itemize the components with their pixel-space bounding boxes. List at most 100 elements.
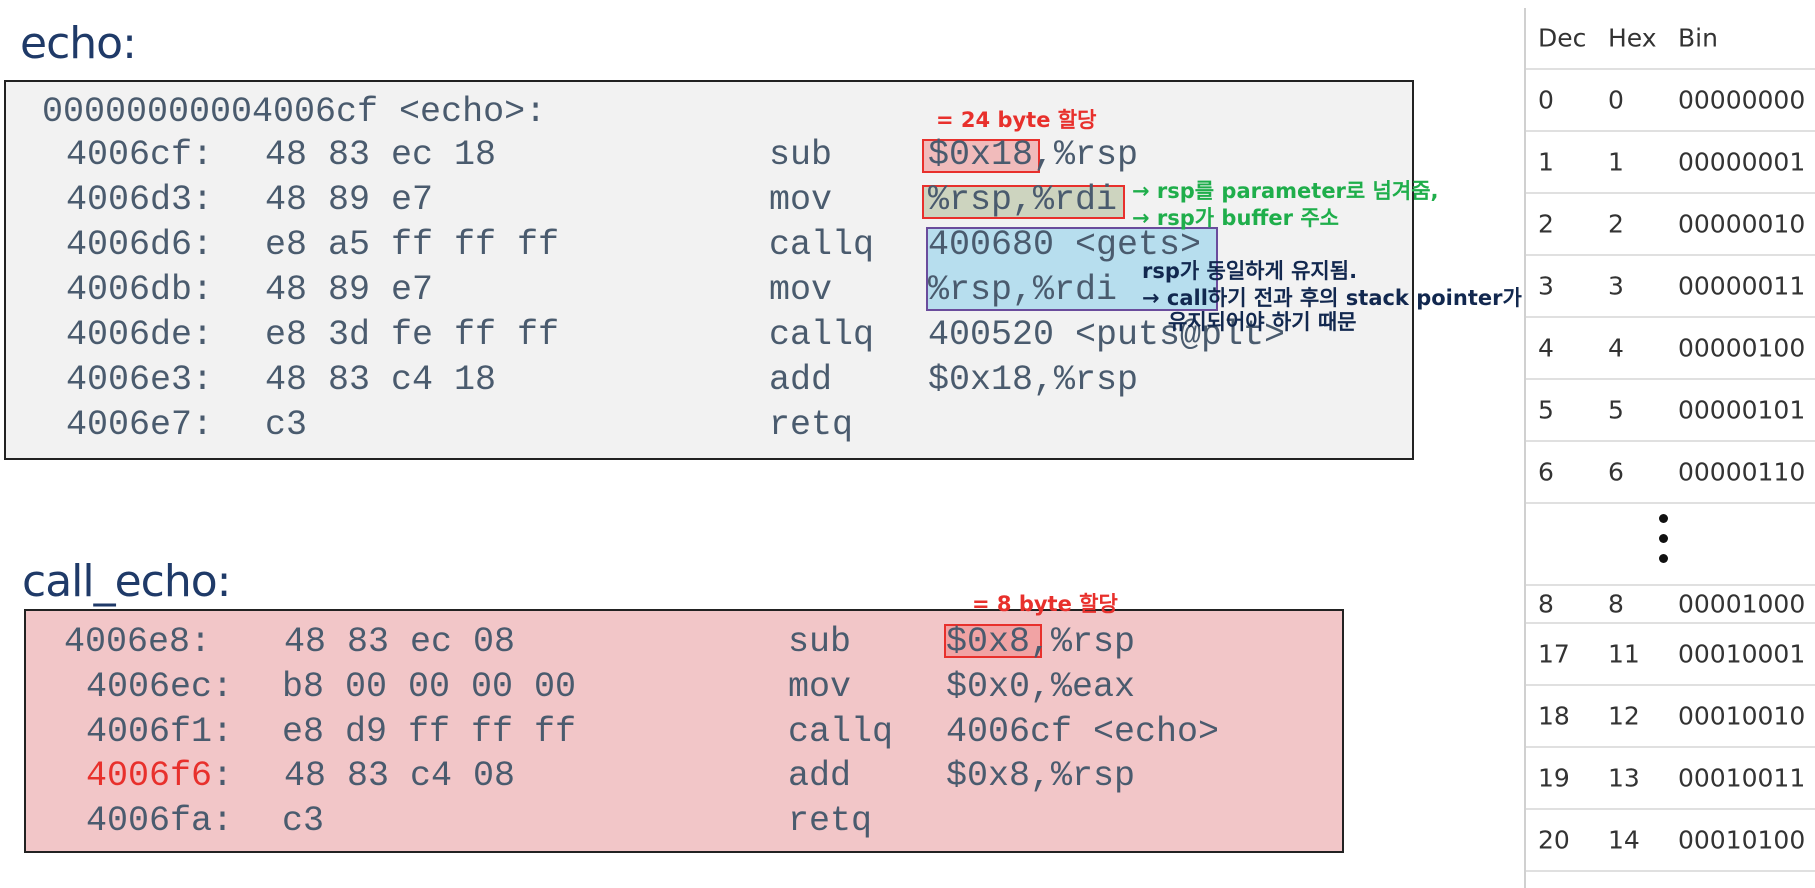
instr-opcode: mov: [788, 667, 852, 707]
return-address-highlight: 4006f6: [86, 756, 213, 796]
cell-dec: 5: [1538, 395, 1554, 425]
table-row: 5 5 00000101: [1526, 380, 1815, 442]
rsp-keep-highlight: [926, 227, 1218, 311]
instr-bytes: 48 89 e7: [265, 270, 434, 310]
cell-hex: 3: [1608, 271, 1624, 301]
column-header-dec: Dec: [1538, 23, 1587, 53]
vertical-ellipsis-icon: [1659, 514, 1669, 574]
table-row: 3 3 00000011: [1526, 256, 1815, 318]
table-row: 19 13 00010011: [1526, 748, 1815, 810]
instr-opcode: sub: [788, 622, 852, 662]
call-echo-code-block: [24, 609, 1344, 853]
rsp-keep-annotation-line1: rsp가 동일하게 유지됨.: [1142, 259, 1358, 283]
instr-opcode: mov: [769, 270, 833, 310]
cell-bin: 00010010: [1678, 701, 1806, 731]
echo-function-header: 00000000004006cf <echo>:: [42, 92, 547, 132]
instr-address: 4006e7:: [66, 405, 214, 445]
instr-address: 4006cf:: [66, 135, 214, 175]
instr-bytes: 48 83 c4 18: [265, 360, 497, 400]
instr-opcode: callq: [769, 225, 875, 265]
instr-bytes: 48 83 c4 08: [284, 756, 516, 796]
table-row: 1 1 00000001: [1526, 132, 1815, 194]
cell-hex: 8: [1608, 589, 1624, 619]
address-colon: :: [212, 756, 234, 796]
cell-dec: 8: [1538, 589, 1554, 619]
echo-section-title: echo:: [20, 18, 137, 69]
instr-operands: 400680 <gets>: [928, 225, 1202, 265]
instr-bytes: e8 d9 ff ff ff: [282, 712, 577, 752]
instr-opcode: callq: [769, 315, 875, 355]
instr-address: 4006ec:: [86, 667, 234, 707]
table-row: 8 8 00001000: [1526, 586, 1815, 624]
cell-dec: 17: [1538, 639, 1570, 669]
alloc-highlight: [922, 139, 1040, 173]
cell-dec: 18: [1538, 701, 1570, 731]
instr-opcode: retq: [788, 801, 873, 841]
instr-operands: $0x18,%rsp: [928, 360, 1139, 400]
instr-operands: $0x8,%rsp: [946, 756, 1136, 796]
instr-address: 4006d6:: [66, 225, 214, 265]
instr-bytes: c3: [265, 405, 308, 445]
param-annotation-line1: → rsp를 parameter로 넘겨줌,: [1132, 179, 1439, 203]
instr-address: 4006de:: [66, 315, 214, 355]
param-highlight: [922, 185, 1125, 219]
instr-address: 4006db:: [66, 270, 214, 310]
cell-hex: 5: [1608, 395, 1624, 425]
table-row: 18 12 00010010: [1526, 686, 1815, 748]
table-row: 2 2 00000010: [1526, 194, 1815, 256]
cell-hex: 1: [1608, 147, 1624, 177]
cell-dec: 19: [1538, 763, 1570, 793]
cell-bin: 00001000: [1678, 589, 1806, 619]
column-header-bin: Bin: [1678, 23, 1718, 53]
cell-bin: 00000100: [1678, 333, 1806, 363]
instr-operands: %rsp,%rdi: [928, 180, 1118, 220]
instr-opcode: sub: [769, 135, 833, 175]
rsp-keep-annotation-line2: → call하기 전과 후의 stack pointer가: [1142, 286, 1522, 310]
instr-bytes: b8 00 00 00 00: [282, 667, 577, 707]
instr-opcode: add: [769, 360, 833, 400]
column-header-hex: Hex: [1608, 23, 1657, 53]
cell-dec: 1: [1538, 147, 1554, 177]
param-annotation-line2: → rsp가 buffer 주소: [1132, 206, 1339, 230]
instr-operands: 4006cf <echo>: [946, 712, 1220, 752]
instr-operands: $0x8,%rsp: [946, 622, 1136, 662]
cell-dec: 2: [1538, 209, 1554, 239]
instr-address-return: 4006f6:: [86, 756, 233, 796]
cell-dec: 6: [1538, 457, 1554, 487]
alloc-highlight: [944, 624, 1042, 658]
cell-hex: 12: [1608, 701, 1640, 731]
table-row: 17 11 00010001: [1526, 624, 1815, 686]
cell-hex: 6: [1608, 457, 1624, 487]
table-ellipsis-row: [1526, 504, 1815, 586]
number-conversion-table: Dec Hex Bin 0 0 00000000 1 1 00000001 2 …: [1524, 8, 1815, 888]
cell-hex: 14: [1608, 825, 1640, 855]
instr-opcode: add: [788, 756, 852, 796]
cell-hex: 11: [1608, 639, 1640, 669]
alloc-annotation: = 24 byte 할당: [936, 108, 1097, 132]
table-header-row: Dec Hex Bin: [1526, 8, 1815, 70]
rsp-keep-annotation-line3: 유지되어야 하기 때문: [1168, 310, 1357, 334]
cell-hex: 4: [1608, 333, 1624, 363]
cell-dec: 4: [1538, 333, 1554, 363]
instr-bytes: 48 83 ec 18: [265, 135, 497, 175]
instr-address: 4006d3:: [66, 180, 214, 220]
cell-bin: 00010001: [1678, 639, 1806, 669]
call-echo-section-title: call_echo:: [22, 556, 231, 607]
cell-bin: 00000101: [1678, 395, 1806, 425]
cell-bin: 00000110: [1678, 457, 1806, 487]
instr-bytes: 48 83 ec 08: [284, 622, 516, 662]
instr-bytes: e8 3d fe ff ff: [265, 315, 560, 355]
instr-operands: $0x18,%rsp: [928, 135, 1139, 175]
instr-address: 4006e8:: [64, 622, 212, 662]
instr-opcode: mov: [769, 180, 833, 220]
instr-operands: %rsp,%rdi: [928, 270, 1118, 310]
instr-bytes: e8 a5 ff ff ff: [265, 225, 560, 265]
table-row: 0 0 00000000: [1526, 70, 1815, 132]
instr-bytes: c3: [282, 801, 325, 841]
table-row: 4 4 00000100: [1526, 318, 1815, 380]
instr-operands: $0x0,%eax: [946, 667, 1136, 707]
cell-hex: 2: [1608, 209, 1624, 239]
instr-address: 4006e3:: [66, 360, 214, 400]
table-row: 6 6 00000110: [1526, 442, 1815, 504]
instr-opcode: callq: [788, 712, 894, 752]
